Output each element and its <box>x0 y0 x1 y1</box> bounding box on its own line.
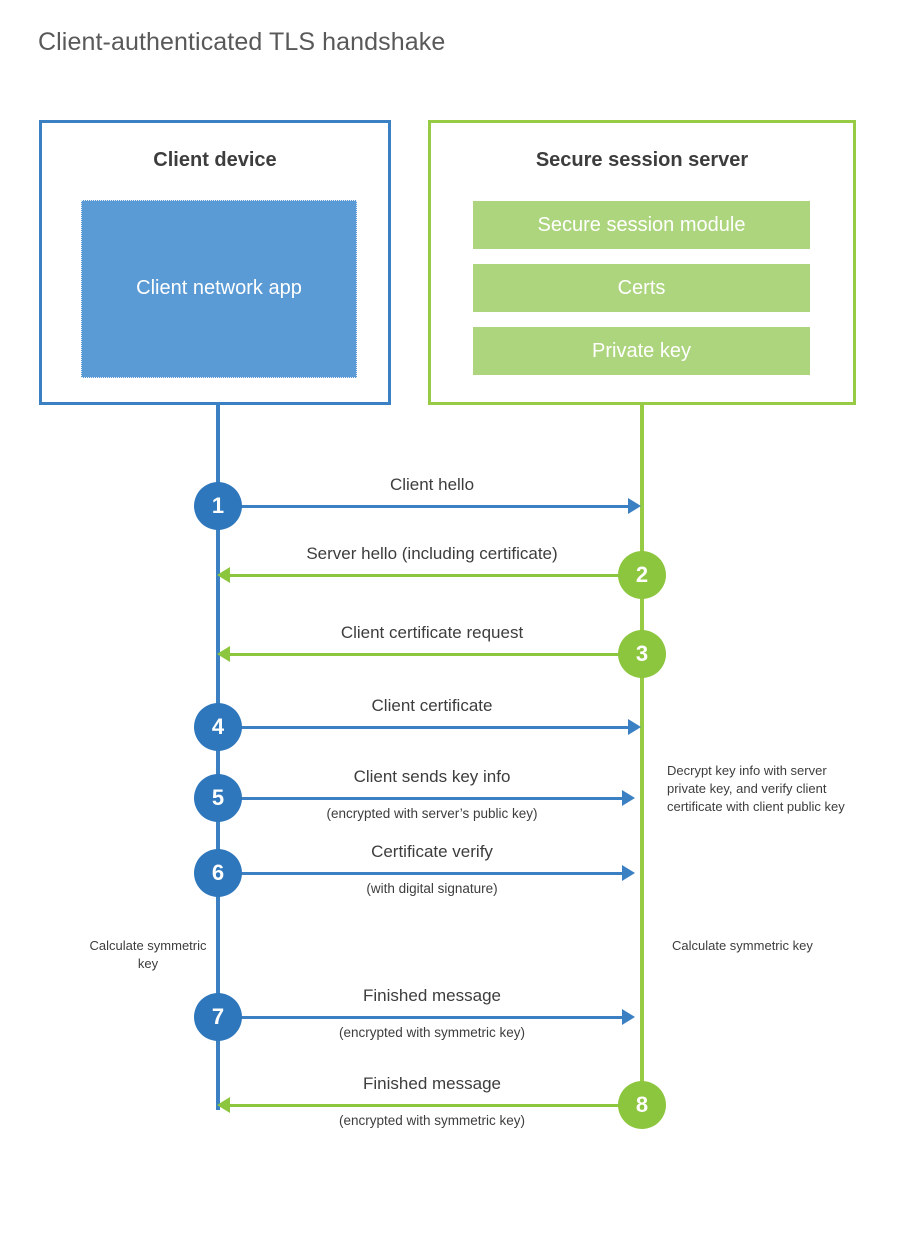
step-badge-5[interactable]: 5 <box>194 774 242 822</box>
message-label-5: Client sends key info <box>353 767 511 786</box>
message-label-6: Certificate verify <box>371 842 493 861</box>
page-title: Client-authenticated TLS handshake <box>38 28 446 56</box>
message-sublabel-5: (encrypted with server’s public key) <box>326 806 538 821</box>
arrowhead-left-icon <box>217 646 230 662</box>
message-line-7 <box>218 1016 622 1019</box>
step-badge-7[interactable]: 7 <box>194 993 242 1041</box>
client-lifeline <box>216 405 220 1110</box>
message-sublabel-6: (with digital signature) <box>366 881 498 896</box>
arrowhead-left-icon <box>217 1097 230 1113</box>
client-device-box: Client device Client network app <box>39 120 391 405</box>
step-badge-3[interactable]: 3 <box>618 630 666 678</box>
message-label-7: Finished message <box>363 986 501 1005</box>
message-line-6 <box>218 872 622 875</box>
server-lifeline <box>640 405 644 1106</box>
message-sublabel-8: (encrypted with symmetric key) <box>338 1113 526 1128</box>
step-badge-8[interactable]: 8 <box>618 1081 666 1129</box>
server-component-private-key: Private key <box>473 327 810 375</box>
message-line-3 <box>230 653 630 656</box>
step-badge-4[interactable]: 4 <box>194 703 242 751</box>
message-line-8 <box>230 1104 630 1107</box>
message-label-8: Finished message <box>363 1074 501 1093</box>
arrowhead-right-icon <box>622 1009 635 1025</box>
client-network-app-box: Client network app <box>81 200 357 378</box>
arrowhead-right-icon <box>622 865 635 881</box>
message-line-2 <box>230 574 630 577</box>
message-label-3: Client certificate request <box>340 623 524 642</box>
message-line-5 <box>218 797 622 800</box>
server-calculate-symmetric-key-annotation: Calculate symmetric key <box>672 938 813 953</box>
server-component-secure-session-module: Secure session module <box>473 201 810 249</box>
arrowhead-right-icon <box>628 719 641 735</box>
step-badge-1[interactable]: 1 <box>194 482 242 530</box>
message-line-4 <box>218 726 628 729</box>
arrowhead-right-icon <box>622 790 635 806</box>
secure-session-server-title: Secure session server <box>535 149 749 171</box>
arrowhead-left-icon <box>217 567 230 583</box>
server-decrypt-annotation: Decrypt key info with server private key… <box>667 763 845 814</box>
message-label-1: Client hello <box>389 475 475 494</box>
client-device-title: Client device <box>153 149 277 171</box>
step-badge-6[interactable]: 6 <box>194 849 242 897</box>
secure-session-server-box: Secure session server Secure session mod… <box>428 120 856 405</box>
arrowhead-right-icon <box>628 498 641 514</box>
message-label-2: Server hello (including certificate) <box>306 544 558 563</box>
step-badge-2[interactable]: 2 <box>618 551 666 599</box>
server-component-certs: Certs <box>473 264 810 312</box>
client-calculate-symmetric-key-annotation: Calculate symmetric key <box>89 938 207 971</box>
message-sublabel-7: (encrypted with symmetric key) <box>338 1025 526 1040</box>
message-line-1 <box>218 505 628 508</box>
message-label-4: Client certificate <box>371 696 493 715</box>
